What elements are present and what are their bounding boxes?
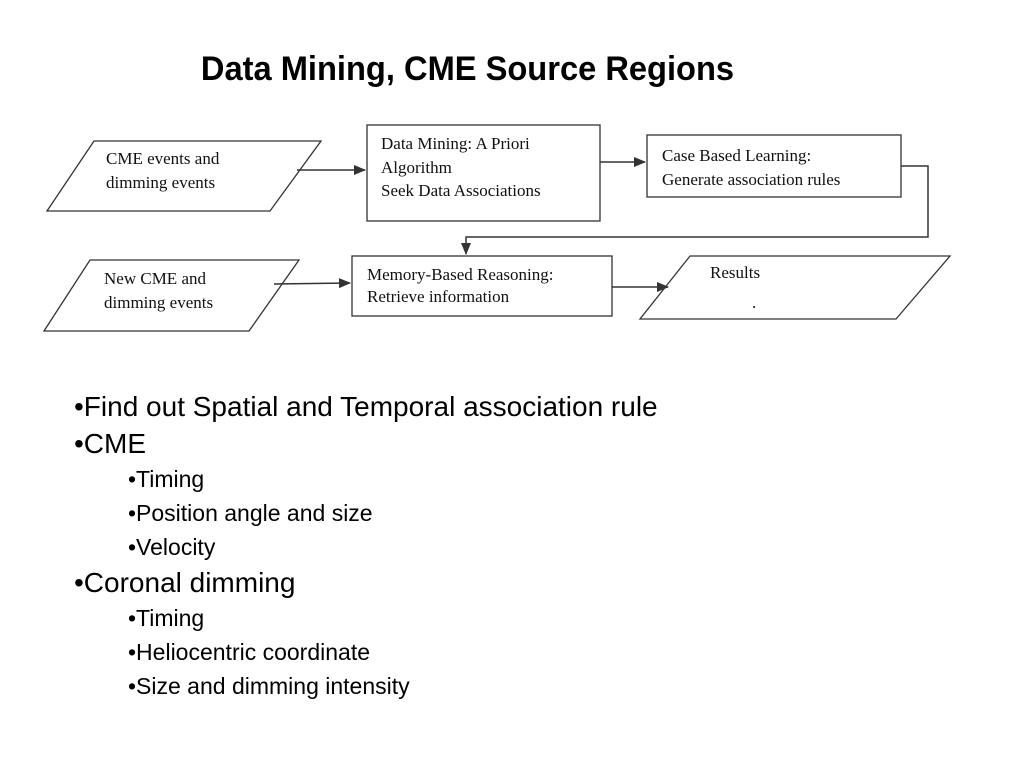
slide-title: Data Mining, CME Source Regions (200, 50, 735, 88)
node-memory-based-reasoning: Memory-Based Reasoning: Retrieve informa… (351, 255, 613, 317)
node-case-based-line-1: Case Based Learning: (662, 146, 811, 165)
node-cme-events: CME events and dimming events (45, 140, 323, 212)
node-results-line-1: Results (710, 263, 760, 282)
node-data-mining-line-3: Seek Data Associations (381, 181, 541, 200)
node-memory-based-line-1: Memory-Based Reasoning: (367, 265, 554, 284)
bullet-dimming-size-intensity: •Size and dimming intensity (128, 673, 410, 699)
node-data-mining: Data Mining: A Priori Algorithm Seek Dat… (366, 124, 601, 222)
bullet-spatial-temporal: •Find out Spatial and Temporal associati… (74, 391, 658, 422)
node-new-cme-line-1: New CME and (104, 269, 206, 288)
bullet-cme-timing: •Timing (128, 466, 205, 492)
bullet-coronal-dimming: •Coronal dimming (74, 567, 296, 598)
arrow-new-cme-to-memory-based (273, 278, 351, 289)
arrow-case-based-to-memory-based (461, 165, 929, 255)
node-cme-events-line-1: CME events and (106, 149, 220, 168)
bullet-dimming-heliocentric: •Heliocentric coordinate (128, 639, 371, 665)
node-case-based-line-2: Generate association rules (662, 170, 840, 189)
bullet-list: •Find out Spatial and Temporal associati… (74, 388, 658, 703)
bullet-cme-velocity: •Velocity (128, 534, 216, 560)
node-results-line-2: . (752, 293, 756, 312)
bullet-cme-position-angle: •Position angle and size (128, 500, 373, 526)
node-data-mining-line-2: Algorithm (381, 158, 452, 177)
node-new-cme: New CME and dimming events (42, 259, 301, 332)
node-data-mining-line-1: Data Mining: A Priori (381, 134, 530, 153)
bullet-cme: •CME (74, 428, 147, 459)
node-memory-based-line-2: Retrieve information (367, 287, 510, 306)
bullet-dimming-timing: •Timing (128, 605, 205, 631)
node-cme-events-line-2: dimming events (106, 173, 215, 192)
node-results: Results . (638, 255, 952, 320)
node-new-cme-line-2: dimming events (104, 293, 213, 312)
node-case-based-learning: Case Based Learning: Generate associatio… (646, 134, 902, 198)
